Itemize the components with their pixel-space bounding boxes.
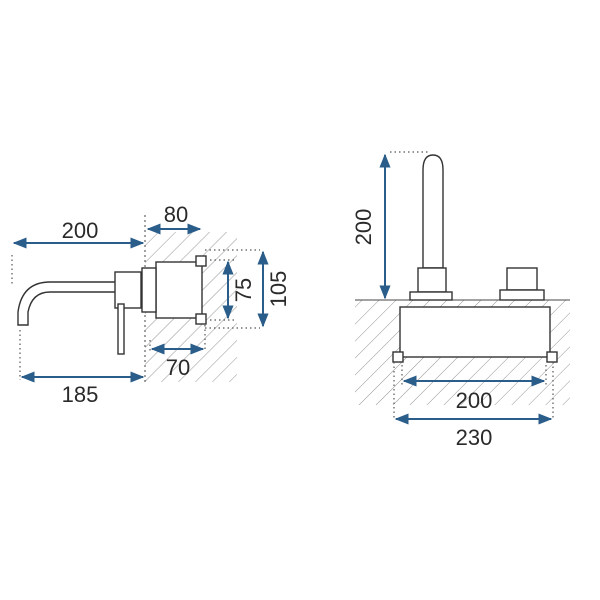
mount-bracket-top xyxy=(195,255,207,267)
side-view: 200 80 75 105 70 185 xyxy=(11,202,291,407)
vertical-spout xyxy=(422,154,444,269)
label-right-height: 200 xyxy=(351,209,376,246)
label-left-reach: 185 xyxy=(62,382,99,407)
label-left-width: 200 xyxy=(62,218,99,243)
label-right-outer: 230 xyxy=(456,425,493,450)
concealed-box xyxy=(399,306,551,358)
mixer-body xyxy=(114,271,142,309)
spout-flange xyxy=(409,291,453,301)
handle-knob xyxy=(506,267,538,291)
label-left-h-small: 75 xyxy=(231,278,256,302)
label-right-inner: 200 xyxy=(456,388,493,413)
label-left-h-large: 105 xyxy=(266,271,291,308)
box-foot-right xyxy=(546,351,558,363)
top-view: 200 200 230 xyxy=(351,151,570,450)
label-left-depth: 80 xyxy=(164,202,188,227)
spout-base xyxy=(417,267,447,293)
label-left-inner: 70 xyxy=(166,355,190,380)
wall-plate xyxy=(141,267,157,313)
concealed-body xyxy=(155,261,203,319)
lever-handle xyxy=(117,303,125,355)
mount-bracket-bottom xyxy=(195,313,207,325)
handle-flange xyxy=(499,289,545,301)
box-foot-left xyxy=(392,351,404,363)
